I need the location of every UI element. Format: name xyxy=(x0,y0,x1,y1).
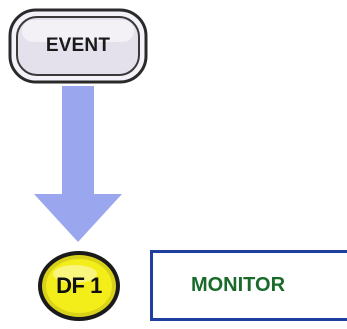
arrow-shaft xyxy=(62,86,94,196)
df1-key-shape xyxy=(38,251,120,321)
monitor-box: MONITOR xyxy=(150,250,347,321)
event-key-label: EVENT xyxy=(45,35,111,56)
event-key[interactable]: EVENT xyxy=(8,8,148,84)
arrow-head xyxy=(34,194,122,242)
df1-key[interactable]: DF 1 xyxy=(35,248,123,324)
monitor-label: MONITOR xyxy=(190,274,286,296)
df1-key-label: DF 1 xyxy=(56,273,102,298)
event-key-shape xyxy=(8,8,148,84)
